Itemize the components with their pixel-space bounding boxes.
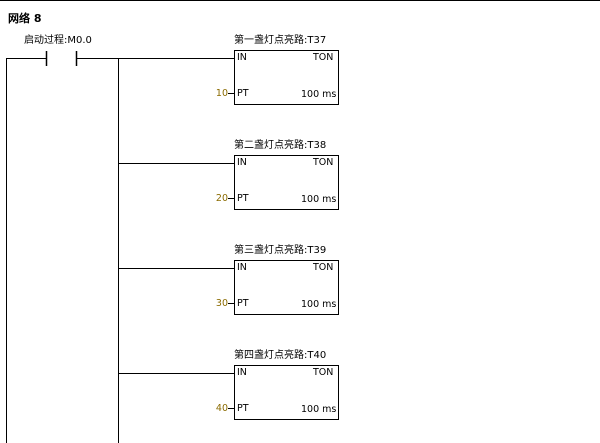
timer-box[interactable] (234, 50, 339, 105)
timer-in-label: IN (237, 367, 247, 378)
timer-timebase-label: 100 ms (301, 89, 337, 100)
timer-pt-label: PT (237, 298, 249, 309)
timer-in-label: IN (237, 52, 247, 63)
timer-timebase-label: 100 ms (301, 194, 337, 205)
timer-preset-value[interactable]: 20 (215, 193, 228, 204)
timer-timebase-label: 100 ms (301, 404, 337, 415)
timer-title[interactable]: 第一盏灯点亮路:T37 (234, 35, 327, 46)
timer-preset-value[interactable]: 40 (215, 403, 228, 414)
timer-pt-label: PT (237, 88, 249, 99)
timer-pt-label: PT (237, 193, 249, 204)
timer-in-label: IN (237, 262, 247, 273)
timer-box[interactable] (234, 365, 339, 420)
timer-type-label: TON (313, 262, 334, 273)
contact-label[interactable]: 启动过程:M0.0 (24, 35, 92, 46)
timer-box[interactable] (234, 260, 339, 315)
timer-type-label: TON (313, 367, 334, 378)
timer-timebase-label: 100 ms (301, 299, 337, 310)
timer-title[interactable]: 第四盏灯点亮路:T40 (234, 350, 327, 361)
timer-type-label: TON (313, 157, 334, 168)
timer-in-label: IN (237, 157, 247, 168)
timer-type-label: TON (313, 52, 334, 63)
network-title: 网络 8 (8, 12, 42, 25)
timer-preset-value[interactable]: 30 (215, 298, 228, 309)
timer-preset-value[interactable]: 10 (215, 88, 228, 99)
timer-pt-label: PT (237, 403, 249, 414)
timer-title[interactable]: 第三盏灯点亮路:T39 (234, 245, 327, 256)
timer-title[interactable]: 第二盏灯点亮路:T38 (234, 140, 327, 151)
timer-box[interactable] (234, 155, 339, 210)
